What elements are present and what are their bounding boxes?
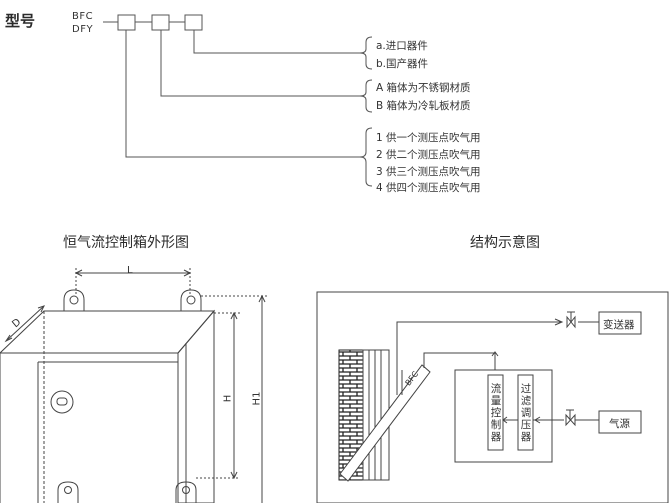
brace-b [359, 79, 373, 113]
leader-box-2 [160, 30, 360, 97]
outline-title: 恒气流控制箱外形图 [63, 235, 189, 251]
valve-2 [565, 413, 576, 427]
lock-inner [56, 397, 68, 406]
option-c-2: 2 供二个测压点吹气用 [376, 149, 481, 161]
pipe-to-flow-controller [423, 352, 496, 370]
wall-layer-2 [368, 349, 376, 481]
model-prefix-2: DFY [72, 24, 94, 35]
code-box-2 [151, 14, 170, 31]
model-code-boxes [103, 14, 203, 31]
gas-source-box [598, 410, 642, 434]
gas-source-label: 气源 [609, 418, 630, 430]
structure-title: 结构示意图 [470, 235, 540, 251]
model-prefix-1: BFC [72, 11, 94, 22]
brace-c [359, 127, 373, 187]
model-title: 型号 [5, 12, 36, 30]
structure-frame [316, 291, 669, 503]
model-leader-lines [125, 30, 360, 158]
filter-arrow [502, 416, 508, 424]
code-box-3 [184, 14, 203, 31]
top-ear-right-hole [186, 295, 196, 305]
transmitter-arrow [554, 318, 564, 326]
transmitter-box [598, 311, 642, 335]
leader-box-3 [193, 30, 360, 54]
brace-a [359, 36, 373, 70]
option-b-1: A 箱体为不锈钢材质 [376, 82, 471, 94]
dim-d-line [5, 305, 45, 342]
flow-controller-label: 流量控制器 [490, 383, 502, 443]
option-a-2: b.国产器件 [376, 58, 429, 70]
transmitter-label: 变送器 [603, 319, 635, 331]
leader-box-1 [125, 30, 360, 158]
dim-h-label: H [222, 394, 234, 403]
model-braces [359, 36, 373, 187]
gas-arrow [534, 416, 541, 424]
flow-controller-box [487, 374, 504, 451]
dim-d-arrow-b [37, 305, 45, 313]
wall-layer-3 [374, 349, 382, 481]
outline-drawing [0, 268, 268, 503]
option-b-2: B 箱体为冷轧板材质 [376, 100, 471, 112]
filter-regulator-label: 过滤调压器 [520, 383, 532, 443]
option-a-1: a.进口器件 [376, 40, 428, 52]
box-right-face [177, 309, 215, 503]
top-ear-left [63, 289, 85, 311]
bottom-ear-right [175, 481, 197, 503]
flow-arrow-up [491, 351, 499, 357]
bottom-ear-right-hole [182, 486, 190, 494]
dim-l-label: L [127, 265, 133, 276]
top-ear-right [180, 289, 202, 311]
bottom-ear-left-hole [64, 486, 72, 494]
structure-drawing [316, 291, 669, 503]
option-c-3: 3 供三个测压点吹气用 [376, 166, 481, 178]
lock-outer [50, 390, 74, 414]
dim-d-arrow-a [4, 334, 13, 343]
top-ear-left-hole [69, 295, 79, 305]
probe-tube [339, 364, 431, 482]
option-c-4: 4 供四个测压点吹气用 [376, 182, 481, 194]
code-box-1 [117, 14, 136, 31]
valve-1 [566, 315, 576, 329]
option-c-1: 1 供一个测压点吹气用 [376, 132, 481, 144]
pipe-to-transmitter [396, 321, 562, 370]
controller-box [454, 369, 553, 463]
dim-h1-label: H1 [251, 391, 263, 406]
filter-box [517, 374, 534, 451]
bottom-ear-left [57, 481, 79, 503]
